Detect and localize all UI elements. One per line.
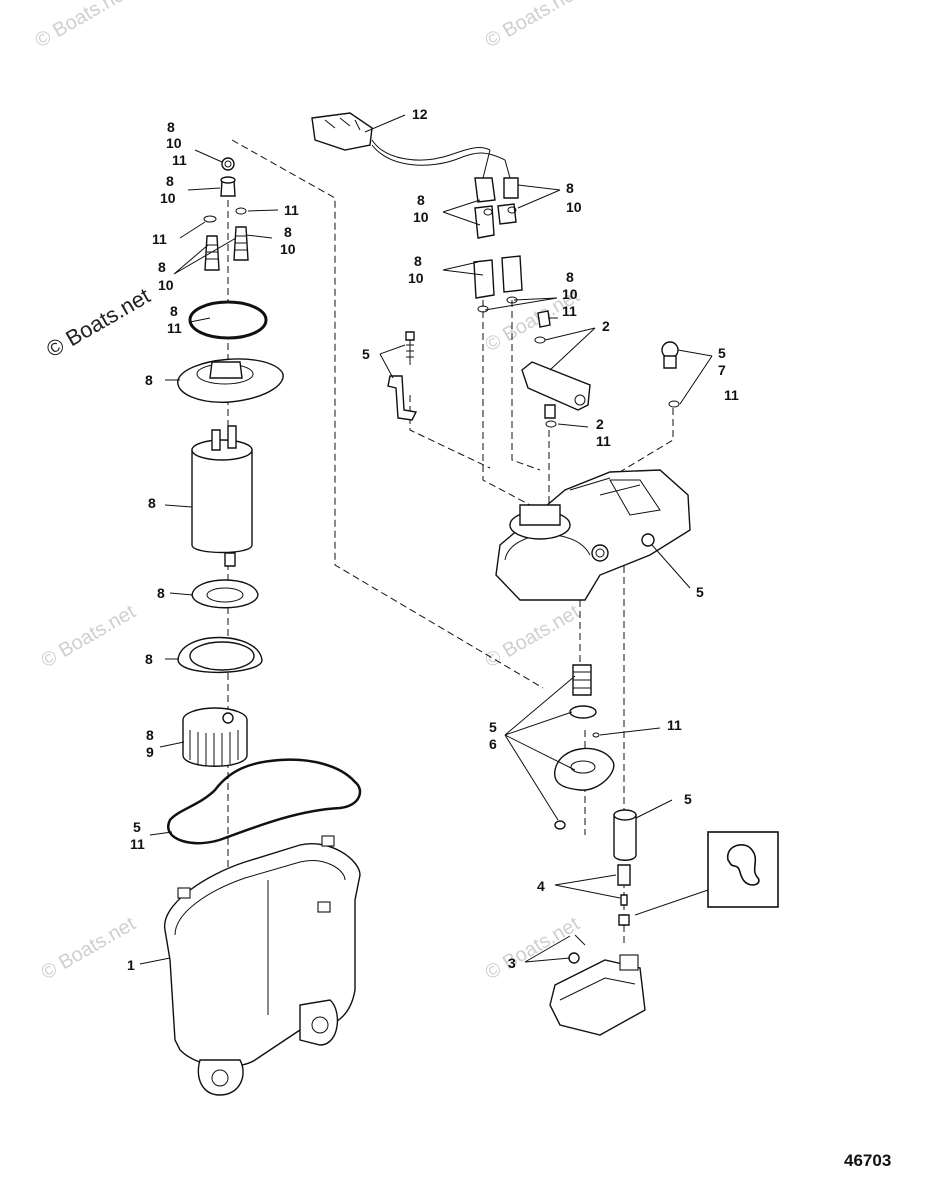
callout-c31: 10 [562,286,578,302]
fittings-pair [204,226,249,271]
callout-c42: 5 [489,719,497,735]
watermark-8: © Boats.net [482,913,584,985]
callout-c39: 11 [596,433,611,449]
callout-c23: 12 [412,106,428,122]
float [613,809,637,861]
callout-c32: 11 [562,303,577,319]
large-o-ring [188,300,268,340]
callout-c4: 8 [166,173,174,189]
pump-retainer [177,636,263,674]
callout-c22: 1 [127,957,135,973]
callout-c14: 8 [145,372,153,388]
vent-fitting [661,341,680,408]
callout-c33: 2 [602,318,610,334]
cover-bracket [549,934,646,1036]
callout-c18: 8 [146,727,154,743]
callout-c25: 10 [413,209,429,225]
gasket [167,758,362,845]
bracket-screw [387,331,418,421]
callout-c43: 6 [489,736,497,752]
watermark-7: © Boats.net [38,913,140,985]
pump-cover-plate [177,358,284,403]
callout-c27: 10 [566,199,582,215]
callout-c37: 11 [724,387,739,403]
callout-c17: 8 [145,651,153,667]
watermark-5: © Boats.net [38,601,140,673]
callout-c36: 7 [718,362,726,378]
callout-c12: 8 [170,303,178,319]
callout-labels: 8 10 11 8 10 11 11 8 10 8 10 8 11 8 8 8 … [127,106,739,973]
needle-valve [617,864,631,926]
fuel-reservoir-housing [164,835,361,1096]
fuel-filter [182,707,248,767]
callout-c19: 9 [146,744,154,760]
callout-c21: 11 [130,836,145,852]
float-valve-parts [553,664,615,830]
fuel-pump [191,425,253,567]
elbow-fitting [521,310,591,428]
callout-c5: 10 [160,190,176,206]
callout-c7: 11 [152,231,167,247]
callout-c10: 8 [158,259,166,275]
callout-c45: 4 [537,878,545,894]
callout-c13: 11 [167,320,182,336]
callout-c35: 5 [718,345,726,361]
wiring-harness [311,112,519,203]
callout-c9: 10 [280,241,296,257]
callout-c40: 5 [696,584,704,600]
top-fitting [220,157,236,197]
callout-c24: 8 [417,192,425,208]
callout-c28: 8 [414,253,422,269]
callout-c11: 10 [158,277,174,293]
figure-number: 46703 [844,1151,891,1170]
watermark-2: © Boats.net [482,0,584,52]
callout-c20: 5 [133,819,141,835]
callout-c41: 11 [667,717,682,733]
callout-c30: 8 [566,269,574,285]
callout-c44: 5 [684,791,692,807]
callout-c26: 8 [566,180,574,196]
watermark-6: © Boats.net [482,601,584,673]
watermark-3: © Boats.net [42,283,154,362]
callout-c16: 8 [157,585,165,601]
callout-c38: 2 [596,416,604,432]
callout-c34: 5 [362,346,370,362]
callout-c8: 8 [284,224,292,240]
watermark-1: © Boats.net [32,0,134,52]
leader-lines [139,114,713,965]
callout-c1: 8 [167,119,175,135]
watermarks: © Boats.net © Boats.net © Boats.net © Bo… [32,0,584,984]
pump-spacer [191,579,259,609]
callout-c15: 8 [148,495,156,511]
callout-c6: 11 [284,202,299,218]
clip-inset [634,831,779,916]
callout-c46: 3 [508,955,516,971]
callout-c2: 10 [166,135,182,151]
vapor-separator-cover [495,469,691,601]
callout-c29: 10 [408,270,424,286]
small-o-rings [203,207,247,223]
harness-terminals [473,203,523,313]
callout-c3: 11 [172,152,187,168]
